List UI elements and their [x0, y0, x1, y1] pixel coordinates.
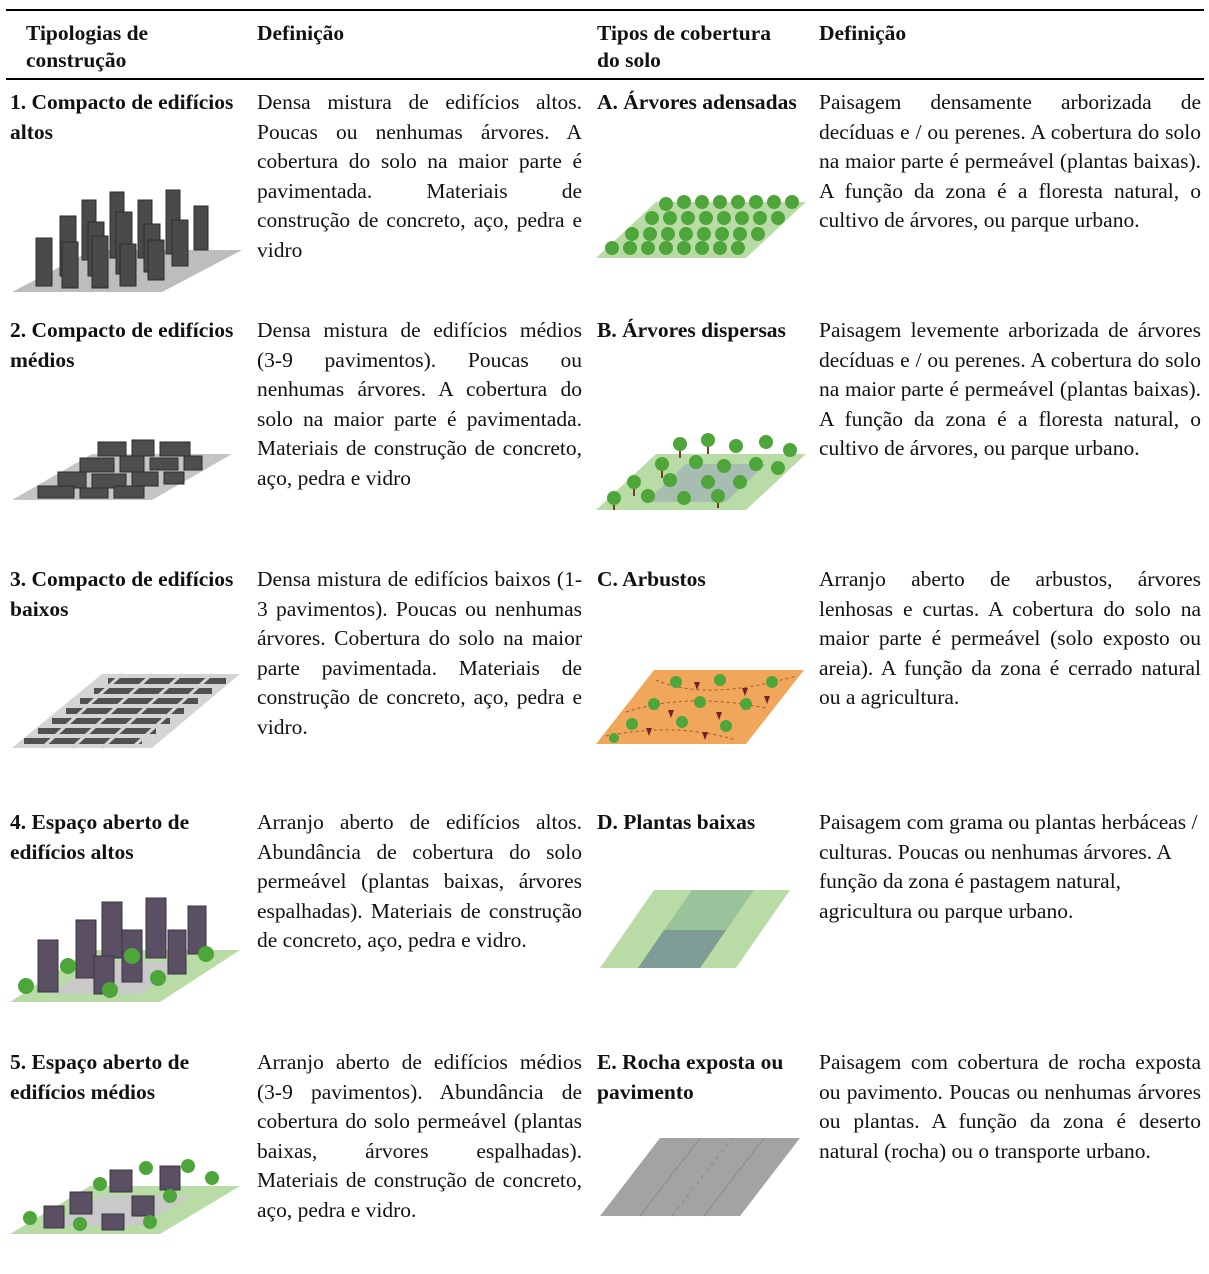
land-cover-title: B. Árvores dispersas — [597, 318, 786, 342]
land-cover-definition: Paisagem com grama ou plantas herbáceas … — [819, 810, 1198, 923]
building-type-title: 4. Espaço aberto de edifícios altos — [10, 810, 190, 864]
table-top-rule — [6, 9, 1204, 11]
header-land-cover-types: Tipos de cobertura do solo — [597, 21, 771, 72]
bare-rock-paved-icon — [600, 1138, 800, 1218]
building-type-definition: Densa mistura de edifícios altos. Poucas… — [257, 90, 582, 262]
header-definition-1: Definição — [257, 21, 345, 45]
compact-midrise-icon — [12, 402, 232, 502]
building-type-title: 2. Compacto de edifícios médios — [10, 318, 234, 372]
header-definition-2: Definição — [819, 21, 907, 45]
header-building-types: Tipologias de construção — [26, 21, 149, 72]
dense-trees-icon — [596, 180, 806, 260]
land-cover-title: D. Plantas baixas — [597, 810, 756, 834]
compact-highrise-icon — [12, 180, 242, 300]
building-type-definition: Densa mistura de edifícios médios (3-9 p… — [257, 318, 582, 490]
building-type-title: 1. Compacto de edifícios altos — [10, 90, 234, 144]
land-cover-definition: Paisagem densamente arborizada de decídu… — [819, 90, 1201, 232]
building-type-definition: Arranjo aberto de edifícios altos. Abund… — [257, 810, 582, 952]
building-type-definition: Arranjo aberto de edifícios médios (3-9 … — [257, 1050, 582, 1222]
header-bottom-rule — [6, 78, 1204, 80]
building-type-title: 5. Espaço aberto de edifícios médios — [10, 1050, 190, 1104]
land-cover-title: E. Rocha exposta ou pavimento — [597, 1050, 784, 1104]
scattered-trees-icon — [596, 422, 806, 512]
land-cover-title: A. Árvores adensadas — [597, 90, 797, 114]
land-cover-definition: Arranjo aberto de arbustos, árvores lenh… — [819, 567, 1201, 709]
land-cover-definition: Paisagem com cobertura de rocha exposta … — [819, 1050, 1201, 1163]
low-plants-icon — [600, 890, 790, 970]
bush-scrub-icon — [596, 652, 806, 747]
open-highrise-icon — [10, 890, 240, 1005]
open-midrise-icon — [10, 1126, 240, 1236]
land-cover-title: C. Arbustos — [597, 567, 706, 591]
building-type-definition: Densa mistura de edifícios baixos (1-3 p… — [257, 567, 582, 739]
building-type-title: 3. Compacto de edifícios baixos — [10, 567, 234, 621]
compact-lowrise-icon — [12, 652, 242, 752]
land-cover-definition: Paisagem levemente arborizada de árvores… — [819, 318, 1201, 460]
